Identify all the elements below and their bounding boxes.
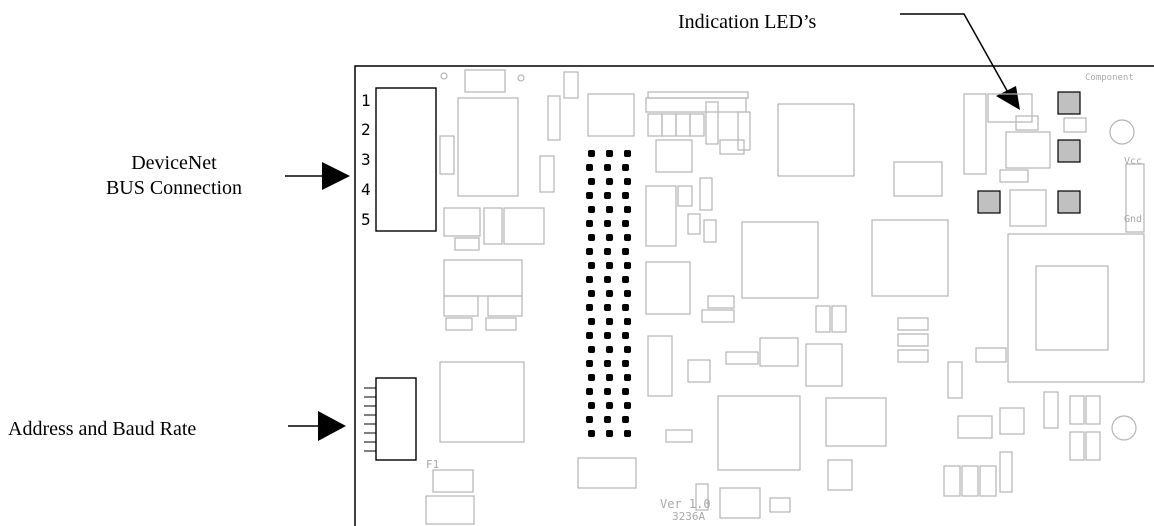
silk-vcc: Vcc [1124,156,1142,167]
header-pin [586,304,593,311]
address-baud-switch [364,377,417,461]
header-pin [604,388,611,395]
header-pin [624,150,631,157]
header-pin [624,318,631,325]
header-pin [604,360,611,367]
header-pin [586,248,593,255]
header-pin [588,318,595,325]
header-pin [586,192,593,199]
header-pin [606,234,613,241]
header-pin [606,206,613,213]
header-pin [588,234,595,241]
devicenet-label-line1: DeviceNet [131,152,217,174]
header-pin [604,164,611,171]
header-pin [622,332,629,339]
header-pin [622,220,629,227]
header-pin [624,234,631,241]
header-pin [606,150,613,157]
header-pin [586,276,593,283]
header-pin [624,430,631,437]
header-pin [622,248,629,255]
header-pin [624,262,631,269]
board-outline [354,65,1154,526]
header-pin [622,164,629,171]
devicenet-arrow [285,162,350,190]
header-pin [622,304,629,311]
header-pin [622,416,629,423]
header-pin [586,388,593,395]
header-pin [606,374,613,381]
header-pin [622,276,629,283]
header-pin [586,416,593,423]
header-pin [604,304,611,311]
connector-pin-4: 4 [361,180,371,199]
header-pin [624,206,631,213]
indication-leds-label: Indication LED’s [678,11,817,33]
silk-gnd: Gnd [1124,214,1142,225]
devicenet-bus-connection-label: DeviceNet BUS Connection [64,151,284,201]
header-pin-array [586,150,631,437]
header-pin [586,332,593,339]
header-pin [588,290,595,297]
header-pin [622,192,629,199]
header-pin [622,388,629,395]
devicenet-connector [375,87,437,232]
header-pin [588,402,595,409]
header-pin [586,164,593,171]
header-pin [588,374,595,381]
header-pin [588,346,595,353]
header-pin [588,150,595,157]
header-pin [604,220,611,227]
header-pin [606,262,613,269]
indication-led-4 [1057,190,1081,214]
silkscreen-labels: Ver 1.0 3236A Component Vcc Gnd F1 [426,73,1142,523]
header-pin [606,318,613,325]
connector-pin-1: 1 [361,91,371,110]
connector-pin-3: 3 [361,150,371,169]
header-pin [606,290,613,297]
header-pin [604,276,611,283]
connector-pin-5: 5 [361,210,371,229]
header-pin [606,402,613,409]
address-arrow [288,411,346,441]
header-pin [624,374,631,381]
header-pin [588,206,595,213]
header-pin [604,248,611,255]
header-pin [588,262,595,269]
header-pin [622,360,629,367]
silkscreen-components [425,69,1145,525]
header-pin [604,416,611,423]
indication-led-3 [977,190,1001,214]
header-pin [604,192,611,199]
header-pin [624,290,631,297]
connector-pin-2: 2 [361,120,371,139]
header-pin [588,430,595,437]
header-pin [624,346,631,353]
header-pin [606,346,613,353]
header-pin [606,178,613,185]
indication-led-2 [1057,139,1081,163]
header-pin [624,178,631,185]
silk-board-id: 3236A [672,510,705,523]
header-pin [588,178,595,185]
header-pin [606,430,613,437]
silk-version: Ver 1.0 [660,497,711,511]
header-pin [624,402,631,409]
silk-f1: F1 [426,458,439,471]
indication-leds-arrow [900,13,1020,110]
indication-led-1 [1057,91,1081,115]
indication-led-group [977,91,1081,214]
header-pin [586,220,593,227]
devicenet-label-line2: BUS Connection [105,177,243,199]
silk-component: Component [1085,73,1134,83]
connector-pin-labels: 1 2 3 4 5 [361,91,371,229]
header-pin [586,360,593,367]
header-pin [604,332,611,339]
address-baud-rate-label: Address and Baud Rate [8,418,197,440]
